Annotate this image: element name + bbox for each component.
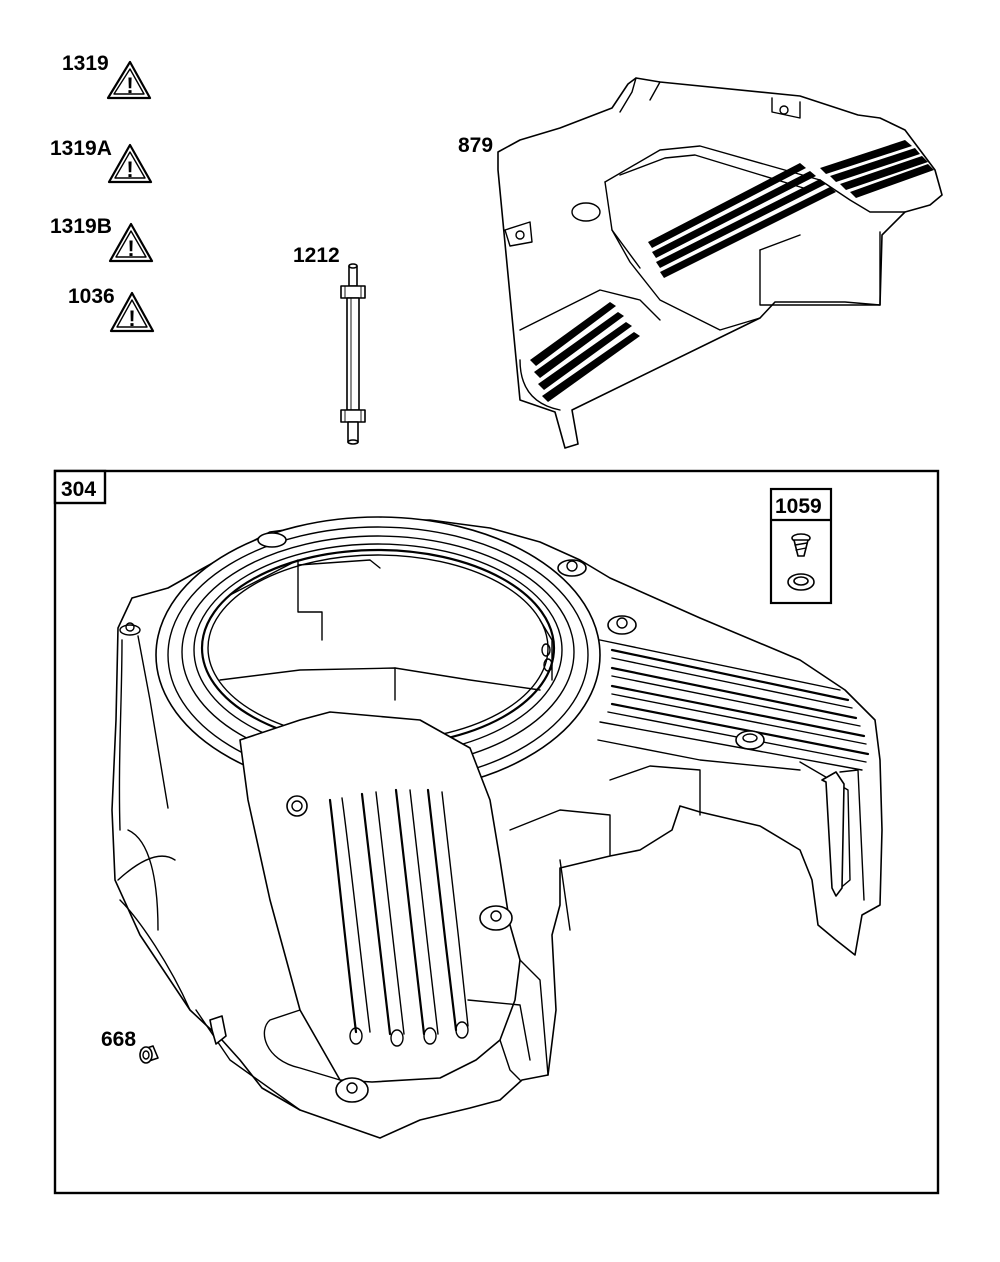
blower-housing-304	[111, 516, 883, 1139]
stud-label: 1212	[293, 244, 340, 267]
warning-label-1036: 1036	[68, 285, 115, 308]
warning-label-1319: 1319	[62, 52, 109, 75]
shroud-ribs-upper	[648, 140, 934, 278]
panel-frame	[53, 469, 940, 1195]
bushing-668: 668	[101, 1028, 159, 1064]
svg-text:!: !	[126, 73, 133, 98]
warning-1319A: 1319A !	[50, 137, 153, 184]
warning-1319B: 1319B !	[50, 215, 154, 263]
svg-text:!: !	[126, 157, 133, 182]
shroud-cover-879: 879	[458, 77, 943, 449]
blower-housing-panel: 304 1059	[53, 469, 940, 1195]
housing-ribs-front	[328, 788, 469, 1047]
screw-icon	[791, 533, 811, 557]
shroud-ribs-lower	[519, 289, 661, 411]
warning-triangle-icon: !	[107, 143, 153, 184]
warning-triangle-icon: !	[109, 291, 155, 333]
screw-kit-label: 1059	[775, 495, 822, 518]
blower-housing-label-box	[53, 469, 107, 505]
blower-housing-label: 304	[61, 478, 96, 501]
screw-kit-1059: 1059	[769, 487, 833, 605]
warning-label-1319A: 1319A	[50, 137, 112, 160]
svg-text:!: !	[127, 236, 134, 261]
warning-1036: 1036 !	[68, 285, 155, 333]
warning-triangle-icon: !	[106, 60, 152, 100]
svg-text:!: !	[128, 306, 135, 331]
warning-1319: 1319 !	[62, 52, 152, 100]
washer-icon	[787, 573, 815, 591]
bushing-label: 668	[101, 1028, 136, 1051]
housing-ribs-right	[597, 639, 870, 771]
warning-label-1319B: 1319B	[50, 215, 112, 238]
stud-1212: 1212	[293, 244, 366, 445]
warning-triangle-icon: !	[108, 222, 154, 263]
shroud-cover-label: 879	[458, 134, 493, 157]
